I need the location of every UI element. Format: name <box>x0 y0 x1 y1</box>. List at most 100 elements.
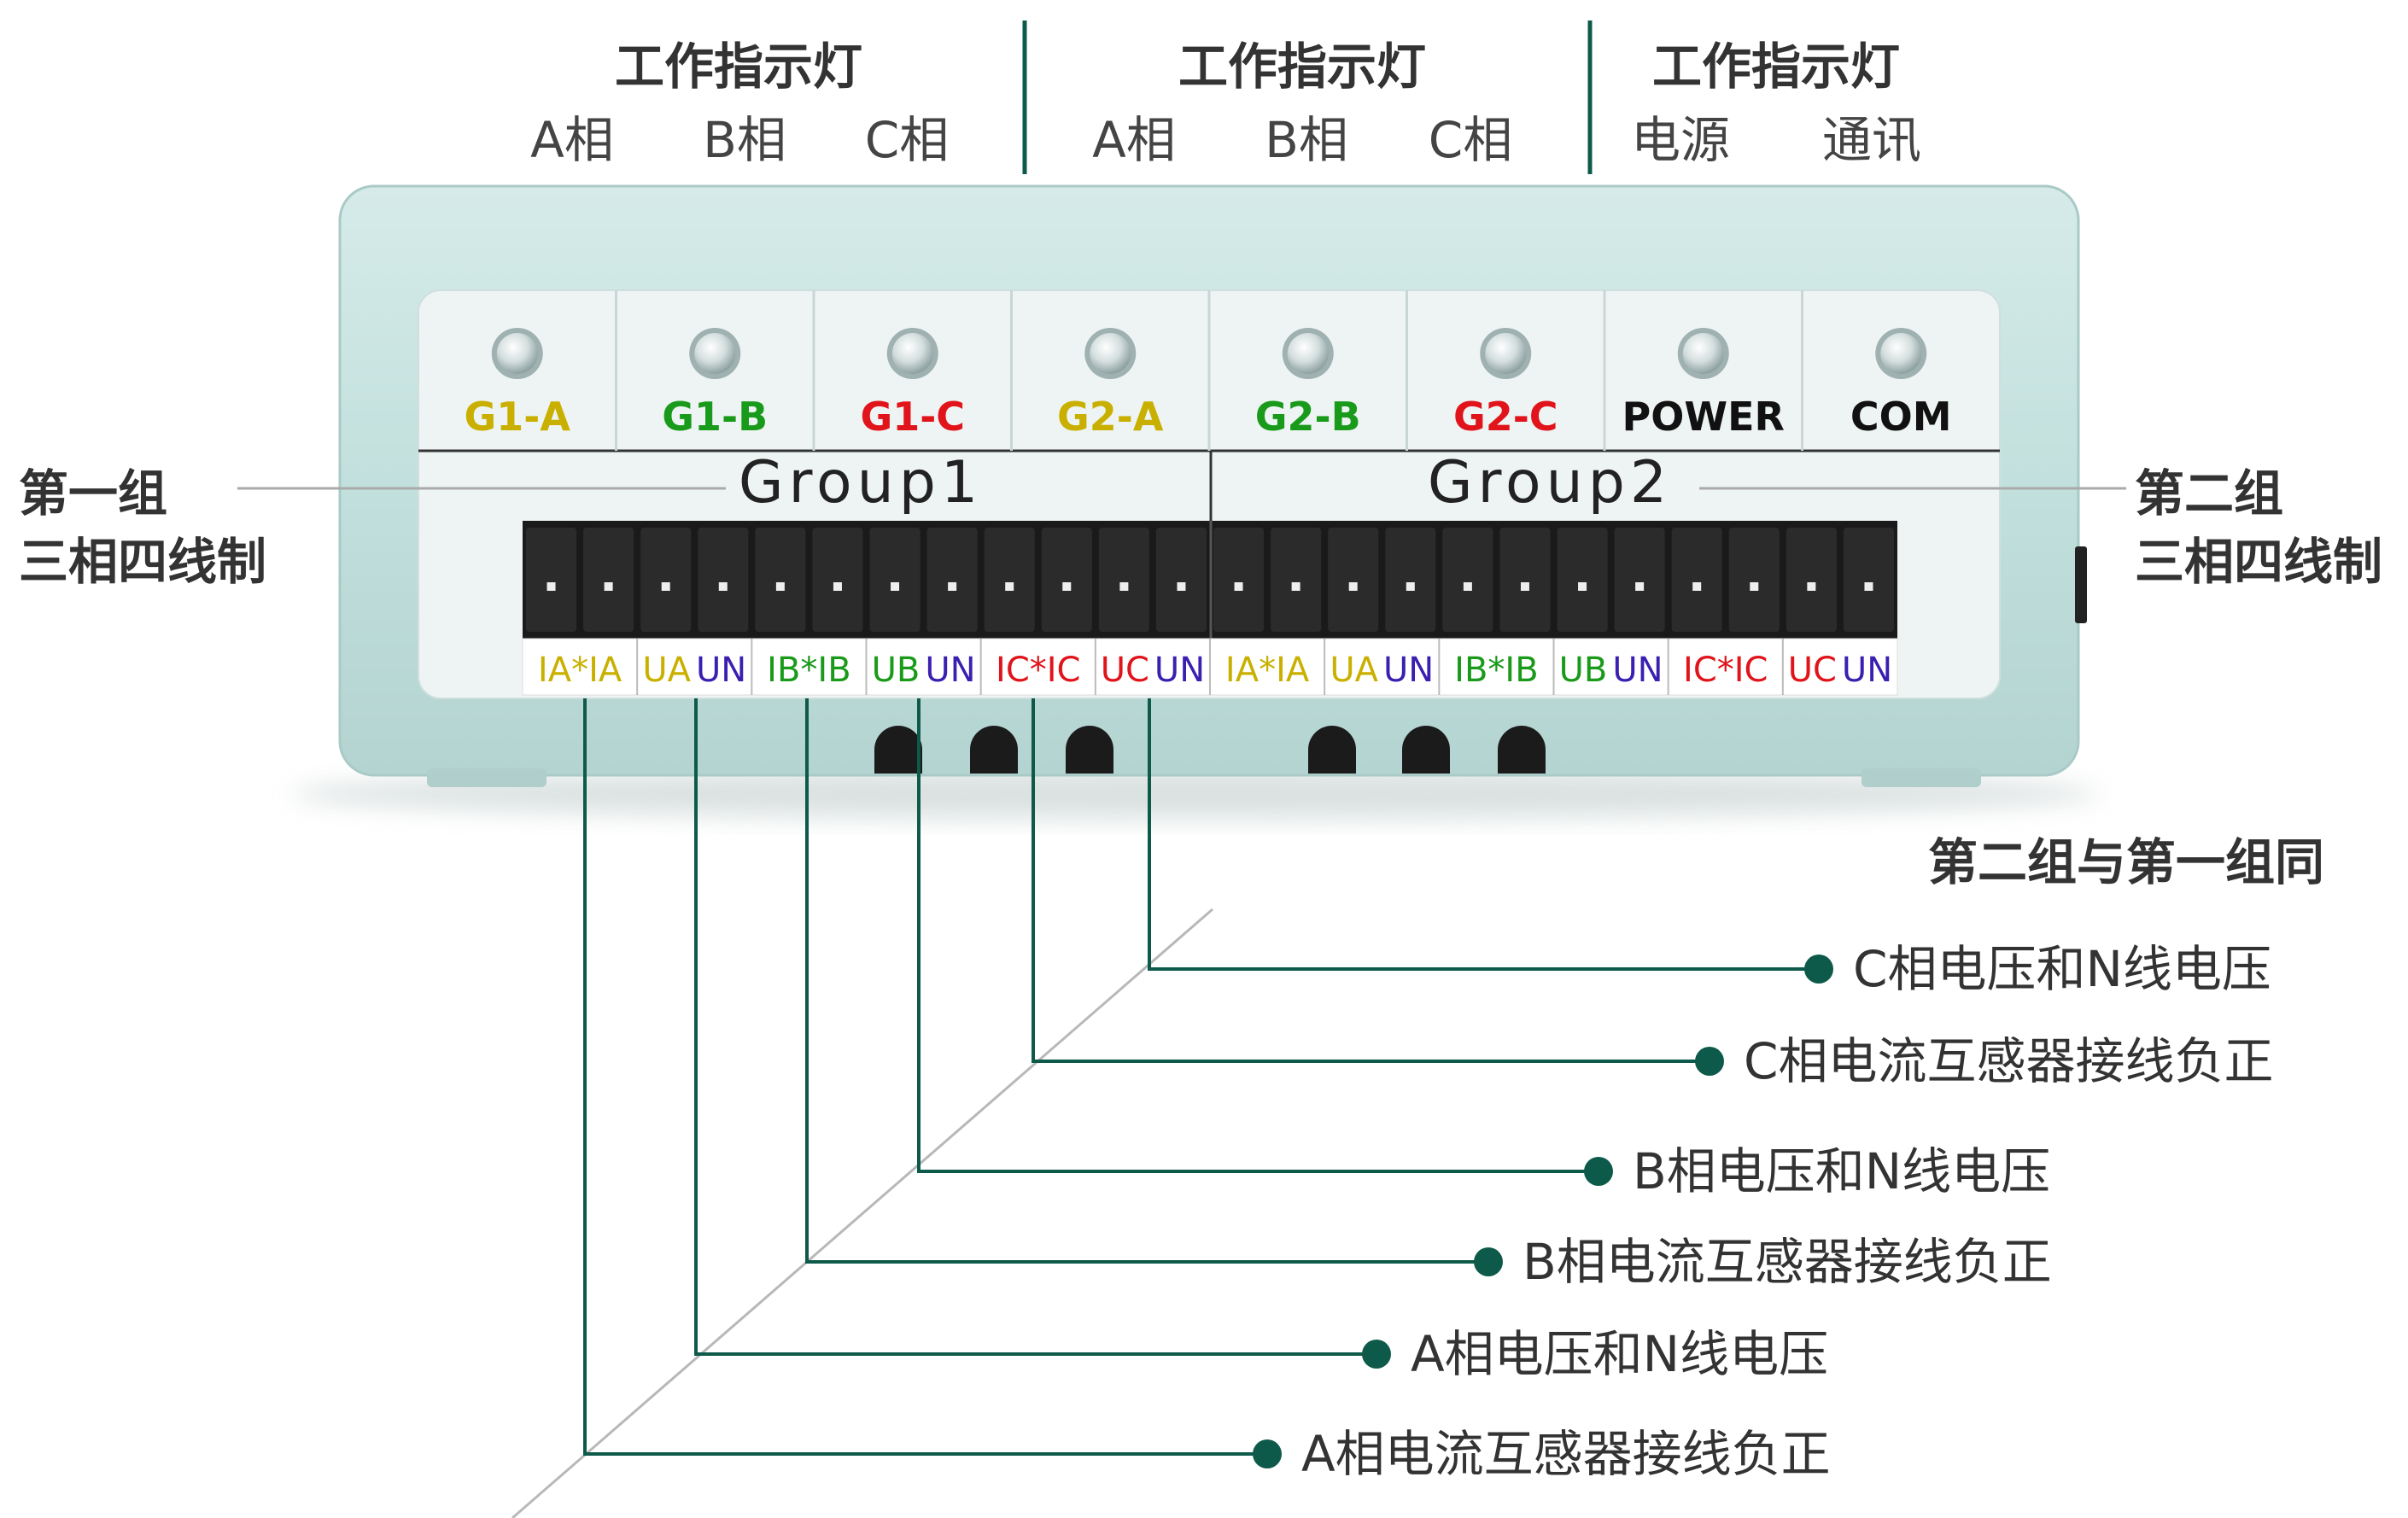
terminal-label: IB*IB <box>1454 651 1538 690</box>
terminal-slot <box>755 528 806 632</box>
callout-label: A相电流互感器接线负正 <box>1301 1425 1831 1483</box>
led-indicator-power <box>1682 333 1724 374</box>
header-sub-1a: A相 <box>530 111 614 169</box>
led-indicator-g1-c <box>891 333 933 374</box>
callout-dot <box>1474 1247 1503 1276</box>
header-sub-1b: B相 <box>703 111 786 169</box>
callout-wire <box>805 698 1488 1264</box>
terminal-slot <box>1499 528 1551 632</box>
callout-dot <box>1584 1157 1613 1186</box>
terminal-slot <box>1671 528 1722 632</box>
terminal-pin-dot <box>1864 582 1873 591</box>
callout-wiring: C相电压和N线电压C相电流互感器接线负正B相电压和N线电压B相电流互感器接线负正… <box>583 698 2274 1483</box>
device-foot-right <box>1862 768 1981 787</box>
callout-wire <box>917 698 1599 1173</box>
terminal-label-part: UN <box>1612 651 1663 690</box>
led-label-g1-c: G1-C <box>860 394 965 440</box>
callout-dot <box>1253 1439 1282 1468</box>
terminal-slot <box>1557 528 1608 632</box>
right-label-line2: 三相四线制 <box>2135 533 2382 591</box>
terminal-slot <box>1041 528 1092 632</box>
terminal-slot <box>1271 528 1322 632</box>
body-vent-hole <box>1308 726 1356 774</box>
callout-label: A相电压和N线电压 <box>1411 1325 1828 1383</box>
terminal-pin-dot <box>1750 582 1759 591</box>
terminal-slot <box>583 528 634 632</box>
body-holes <box>874 726 1546 774</box>
callout-label: B相电压和N线电压 <box>1633 1142 2050 1200</box>
led-indicator-com <box>1880 333 1922 374</box>
terminal-label-part: IB*IB <box>1454 651 1538 690</box>
terminal-pin-dot <box>833 582 842 591</box>
terminal-label-part: UN <box>1154 651 1205 690</box>
terminal-label-part: UC <box>1788 651 1837 690</box>
terminal-block <box>523 521 1897 639</box>
right-label-line1: 第二组 <box>2135 464 2283 523</box>
terminal-slot <box>1385 528 1436 632</box>
terminal-pin-dot <box>1463 582 1472 591</box>
led-label-power: POWER <box>1622 394 1785 440</box>
terminal-slot <box>1442 528 1493 632</box>
terminal-slot <box>926 528 978 632</box>
terminal-label-part: UB <box>872 651 921 690</box>
terminal-pin-dot <box>661 582 670 591</box>
left-label-line2: 三相四线制 <box>19 533 266 591</box>
callout-dot <box>1695 1047 1724 1076</box>
terminal-label-part: IC*IC <box>996 651 1080 690</box>
terminal-pin-dot <box>1406 582 1415 591</box>
terminal-pin-dot <box>1807 582 1816 591</box>
terminal-label: IC*IC <box>996 651 1080 690</box>
terminal-pin-dot <box>1578 582 1587 591</box>
terminal-label-part: UN <box>925 651 975 690</box>
body-vent-hole <box>1066 726 1113 774</box>
terminal-pin-dot <box>1348 582 1358 591</box>
terminal-label-part: UA <box>642 651 691 690</box>
terminal-label-part: IA*IA <box>538 651 622 690</box>
terminal-slot <box>1843 528 1894 632</box>
body-vent-hole <box>970 726 1018 774</box>
terminal-label-part: UN <box>1842 651 1892 690</box>
left-label-line1: 第一组 <box>19 464 167 523</box>
terminal-slot <box>1328 528 1379 632</box>
callout-label: B相电流互感器接线负正 <box>1523 1233 2052 1291</box>
group1-label: Group1 <box>739 449 983 517</box>
terminal-slot <box>526 528 577 632</box>
callout-wire <box>1032 698 1710 1063</box>
terminal-pin-dot <box>604 582 613 591</box>
terminal-pin-dot <box>1119 582 1129 591</box>
callout-label: C相电压和N线电压 <box>1853 940 2271 998</box>
terminal-slot <box>640 528 692 632</box>
terminal-slot <box>984 528 1035 632</box>
terminal-pin-dot <box>948 582 957 591</box>
terminal-slot <box>1786 528 1837 632</box>
body-vent-hole <box>1402 726 1450 774</box>
terminal-label: IA*IA <box>1225 651 1310 690</box>
callout-wire <box>694 698 1376 1356</box>
header-title-3: 工作指示灯 <box>1652 38 1900 96</box>
terminal-pin-dot <box>546 582 556 591</box>
terminal-label: IA*IA <box>538 651 622 690</box>
terminal-label-part: UB <box>1559 651 1608 690</box>
terminal-slot <box>1155 528 1207 632</box>
led-label-g1-b: G1-B <box>662 394 768 440</box>
header-sub-2b: B相 <box>1265 111 1348 169</box>
terminal-label-part: IC*IC <box>1683 651 1768 690</box>
header-title-1: 工作指示灯 <box>615 38 862 96</box>
device-shadow <box>290 768 2101 820</box>
led-indicator-g2-b <box>1287 333 1329 374</box>
decorative-diagonal <box>511 908 1213 1518</box>
terminal-pin-dot <box>1177 582 1186 591</box>
group2-label: Group2 <box>1428 449 1672 517</box>
header-sub-2c: C相 <box>1429 111 1513 169</box>
terminal-slot <box>698 528 749 632</box>
terminal-slot <box>869 528 921 632</box>
terminal-pin-dot <box>718 582 728 591</box>
